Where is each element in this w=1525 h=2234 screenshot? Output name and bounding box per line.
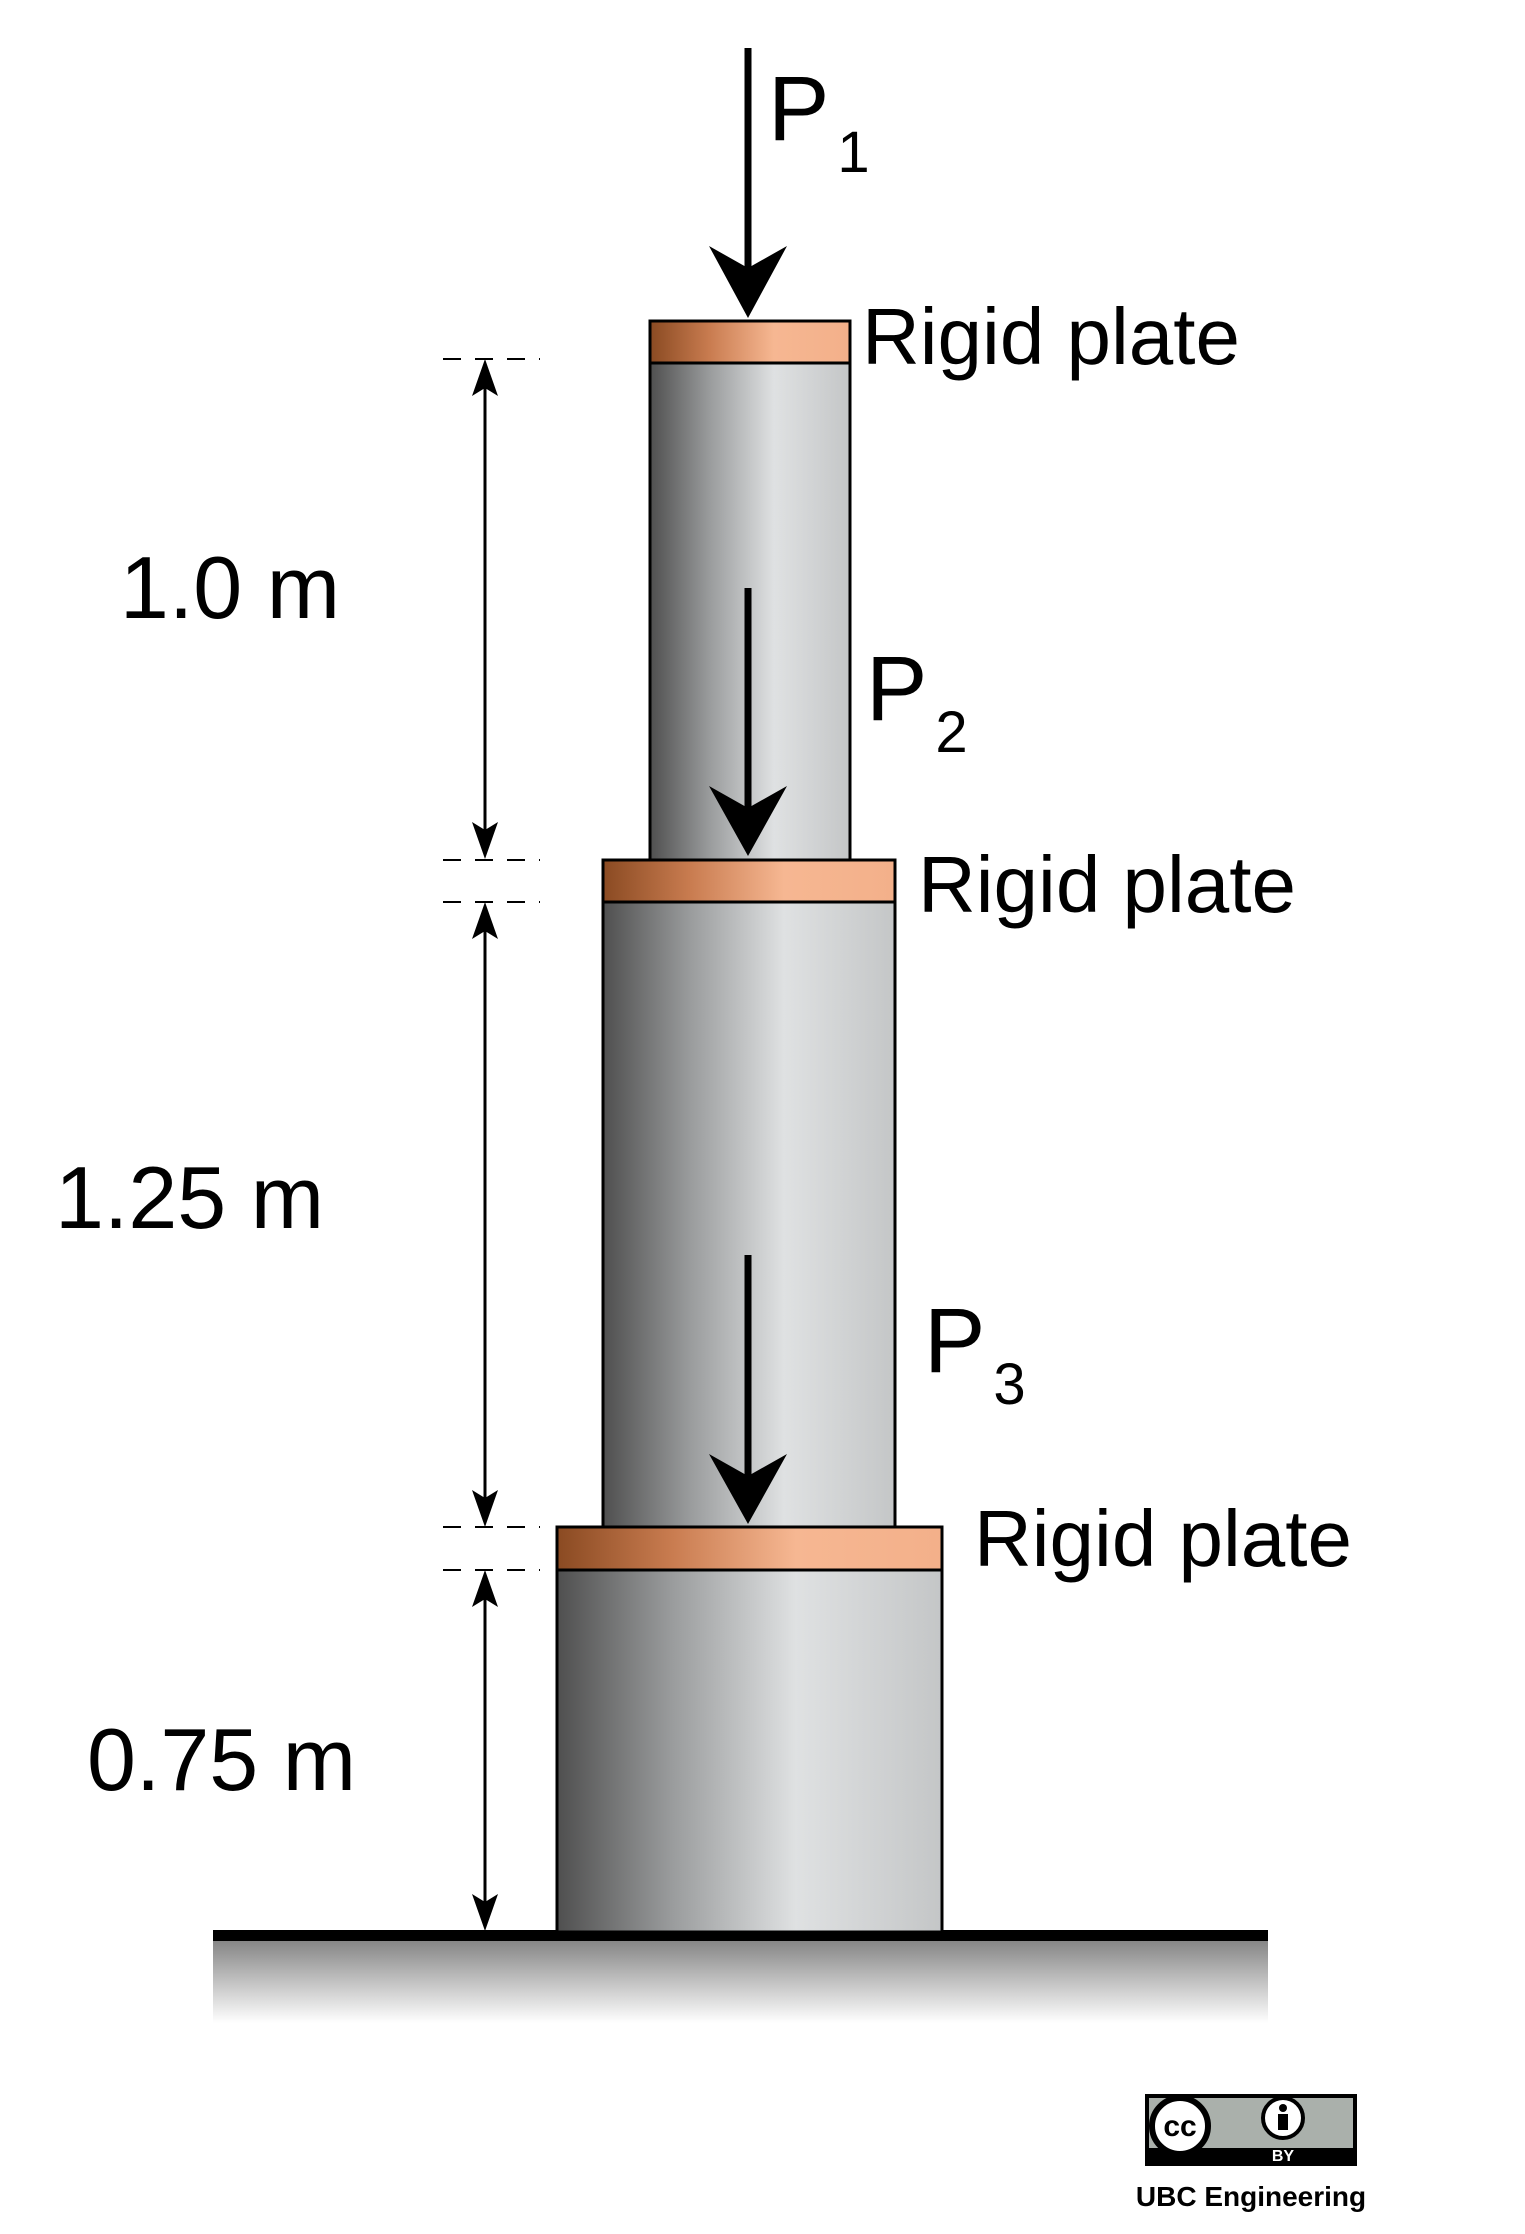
ground-line [213, 1930, 1268, 1941]
plate-label-middle: Rigid plate [918, 840, 1296, 929]
credit-text: UBC Engineering [1136, 2181, 1366, 2212]
dimension-line-bottom [472, 1570, 498, 1931]
ground-shading [213, 1935, 1268, 2023]
plate-label-top: Rigid plate [862, 292, 1240, 381]
dimension-line-top [472, 359, 498, 859]
dimension-label-middle: 1.25 m [55, 1148, 324, 1247]
dimension-label-top: 1.0 m [120, 538, 340, 637]
cc-by-license-badge: cc BY [1145, 2094, 1357, 2166]
dimension-line-middle [472, 902, 498, 1527]
bottom-column [555, 1568, 944, 1934]
license-by-text: BY [1272, 2148, 1295, 2165]
plate-label-bottom: Rigid plate [974, 1494, 1352, 1583]
creative-commons-icon: cc [1149, 2095, 1211, 2157]
middle-rigid-plate [601, 858, 897, 904]
load-arrow-p3 [709, 1255, 787, 1524]
top-rigid-plate [648, 319, 852, 365]
dimension-label-bottom: 0.75 m [87, 1710, 356, 1809]
load-arrow-p2 [709, 588, 787, 856]
extension-lines [443, 358, 540, 1571]
attribution-person-icon [1261, 2096, 1305, 2140]
svg-text:cc: cc [1163, 2110, 1196, 2143]
load-arrow-p1 [709, 48, 787, 318]
bottom-rigid-plate [555, 1525, 944, 1572]
